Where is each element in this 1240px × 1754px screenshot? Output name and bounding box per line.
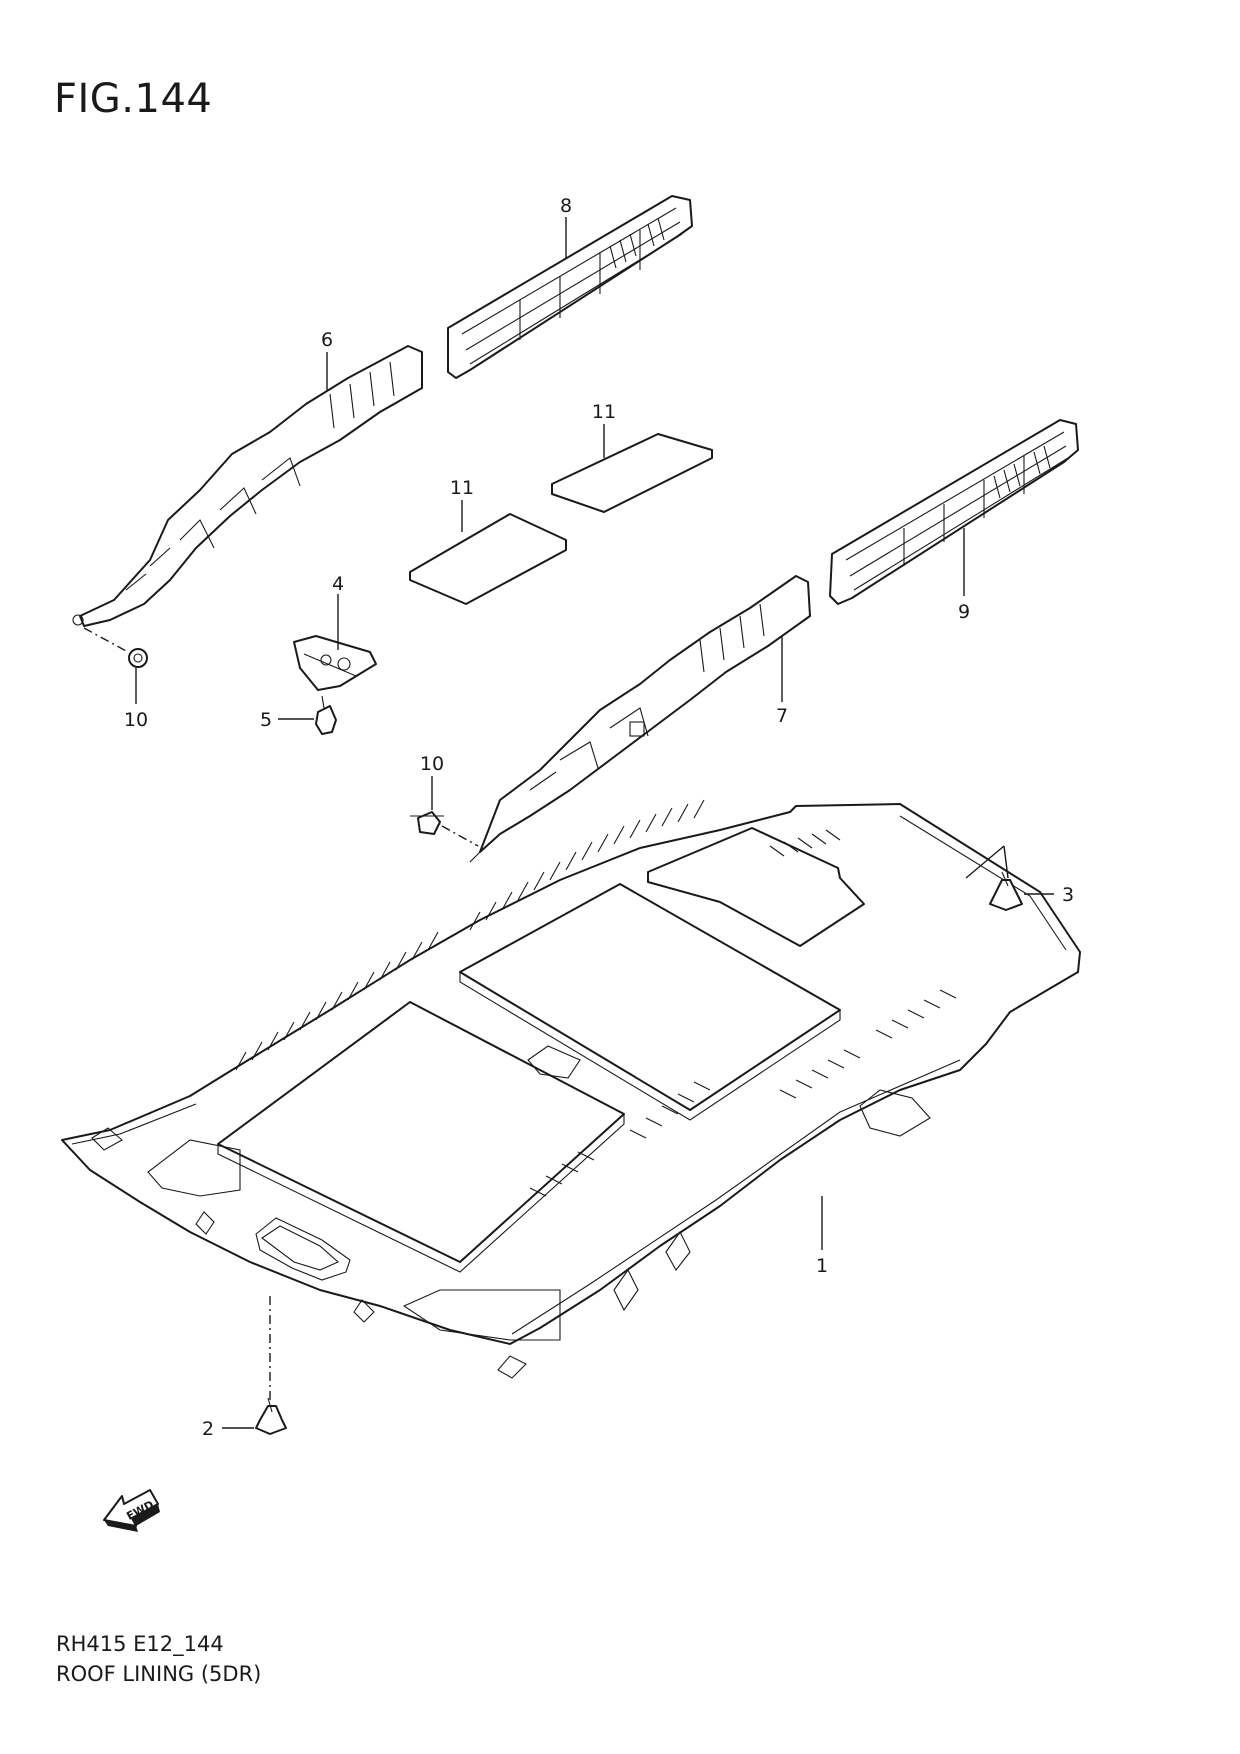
callout-3: 3 <box>1062 884 1074 906</box>
part-11-pad-right <box>551 433 713 513</box>
fwd-arrow-icon: FWD <box>103 1489 160 1532</box>
callout-7: 7 <box>776 705 788 727</box>
part-2-clip <box>255 1397 287 1435</box>
leader-10-right-dashed <box>441 825 479 847</box>
callout-2: 2 <box>202 1418 214 1440</box>
callout-8: 8 <box>560 195 572 217</box>
leader-10-left-dashed <box>83 627 129 653</box>
figure-title: FIG.144 <box>54 76 213 122</box>
callout-1: 1 <box>816 1255 828 1277</box>
leader-3-ref-a <box>965 845 1005 879</box>
part-3-clip <box>989 871 1023 911</box>
part-11-pad-left <box>409 513 567 605</box>
part-8-roof-rail-trim <box>447 195 693 379</box>
diagram-code: RH415 E12_144 <box>56 1632 224 1656</box>
callout-5: 5 <box>260 709 272 731</box>
part-10-clip-left <box>128 648 148 668</box>
callout-4: 4 <box>332 573 344 595</box>
diagram-name: ROOF LINING (5DR) <box>56 1662 262 1686</box>
part-5-clip <box>315 695 337 735</box>
part-7-side-rail-trim <box>469 575 811 863</box>
callout-9: 9 <box>958 601 970 623</box>
leader-3-ref-b <box>1003 845 1009 879</box>
callout-10-left: 10 <box>124 709 148 731</box>
part-4-bracket <box>293 635 377 691</box>
part-10-clip-right <box>410 811 444 835</box>
callout-6: 6 <box>321 329 333 351</box>
part-9-roof-rail-trim <box>829 419 1079 605</box>
callout-11-right: 11 <box>592 401 616 423</box>
part-6-side-rail-trim <box>72 345 423 627</box>
callout-10-right: 10 <box>420 753 444 775</box>
part-1-roof-lining <box>61 799 1081 1379</box>
callout-11-left: 11 <box>450 477 474 499</box>
